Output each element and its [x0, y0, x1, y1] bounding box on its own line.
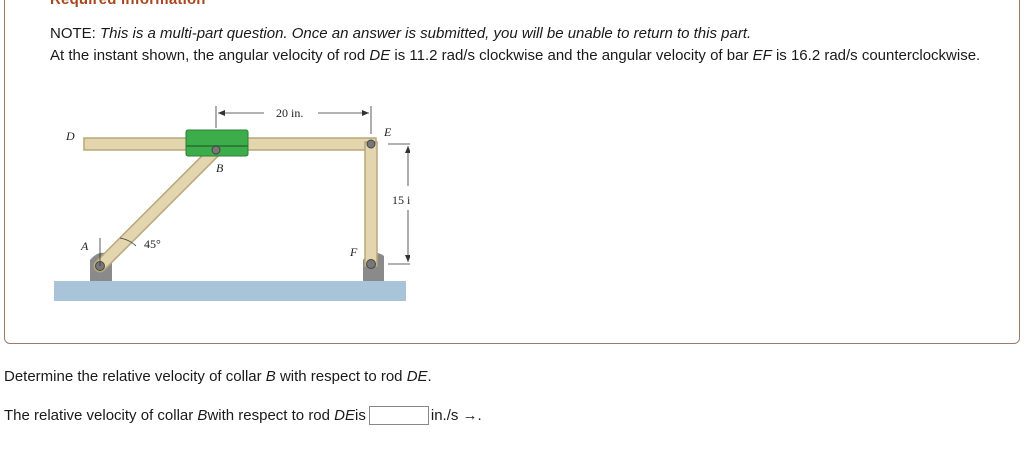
answer-text-1: The relative velocity of collar — [4, 407, 194, 424]
answer-input[interactable] — [368, 406, 429, 425]
question-text-3: . — [427, 368, 432, 385]
pin-e — [366, 139, 376, 149]
answer-text-3: is — [355, 407, 366, 424]
note-line: NOTE: This is a multi-part question. Onc… — [50, 25, 751, 42]
ground — [54, 281, 406, 301]
collar-b — [185, 129, 249, 157]
pin-b — [211, 145, 221, 155]
answer-collar-b: B — [197, 407, 208, 424]
question-rod-de: DE — [406, 368, 428, 385]
answer-row: The relative velocity of collar B with r… — [4, 406, 482, 425]
bar-ef — [364, 141, 378, 267]
question-text: Determine the relative velocity of colla… — [4, 368, 432, 385]
statement-text-3: is 16.2 rad/s counterclockwise. — [771, 47, 981, 64]
label-horizontal-dim: 20 in. — [276, 106, 303, 120]
label-vertical-dim: 15 in. — [392, 193, 410, 207]
required-information-panel — [4, 0, 1020, 344]
statement-rod-de: DE — [369, 47, 391, 64]
mechanism-figure: D E B A F 45° 20 in. 15 in. — [54, 106, 410, 301]
statement-text-1: At the instant shown, the angular veloci… — [50, 47, 370, 64]
label-angle: 45° — [144, 237, 161, 251]
label-a: A — [80, 239, 89, 253]
problem-statement: At the instant shown, the angular veloci… — [50, 46, 990, 66]
question-text-2: with respect to rod — [275, 368, 407, 385]
label-e: E — [383, 125, 392, 139]
statement-bar-ef: EF — [752, 47, 772, 64]
statement-text-2: is 11.2 rad/s clockwise and the angular … — [390, 47, 753, 64]
note-text: This is a multi-part question. Once an a… — [100, 25, 752, 42]
label-b: B — [216, 161, 224, 175]
question-collar-b: B — [265, 368, 276, 385]
answer-text-2: with respect to rod — [207, 407, 330, 424]
note-label: NOTE: — [50, 25, 101, 42]
section-heading: Required information — [50, 0, 206, 8]
label-d: D — [65, 129, 75, 143]
pin-f — [366, 259, 376, 269]
label-f: F — [349, 245, 358, 259]
answer-unit: in./s →. — [430, 407, 482, 424]
answer-rod-de: DE — [334, 407, 356, 424]
question-text-1: Determine the relative velocity of colla… — [4, 368, 266, 385]
